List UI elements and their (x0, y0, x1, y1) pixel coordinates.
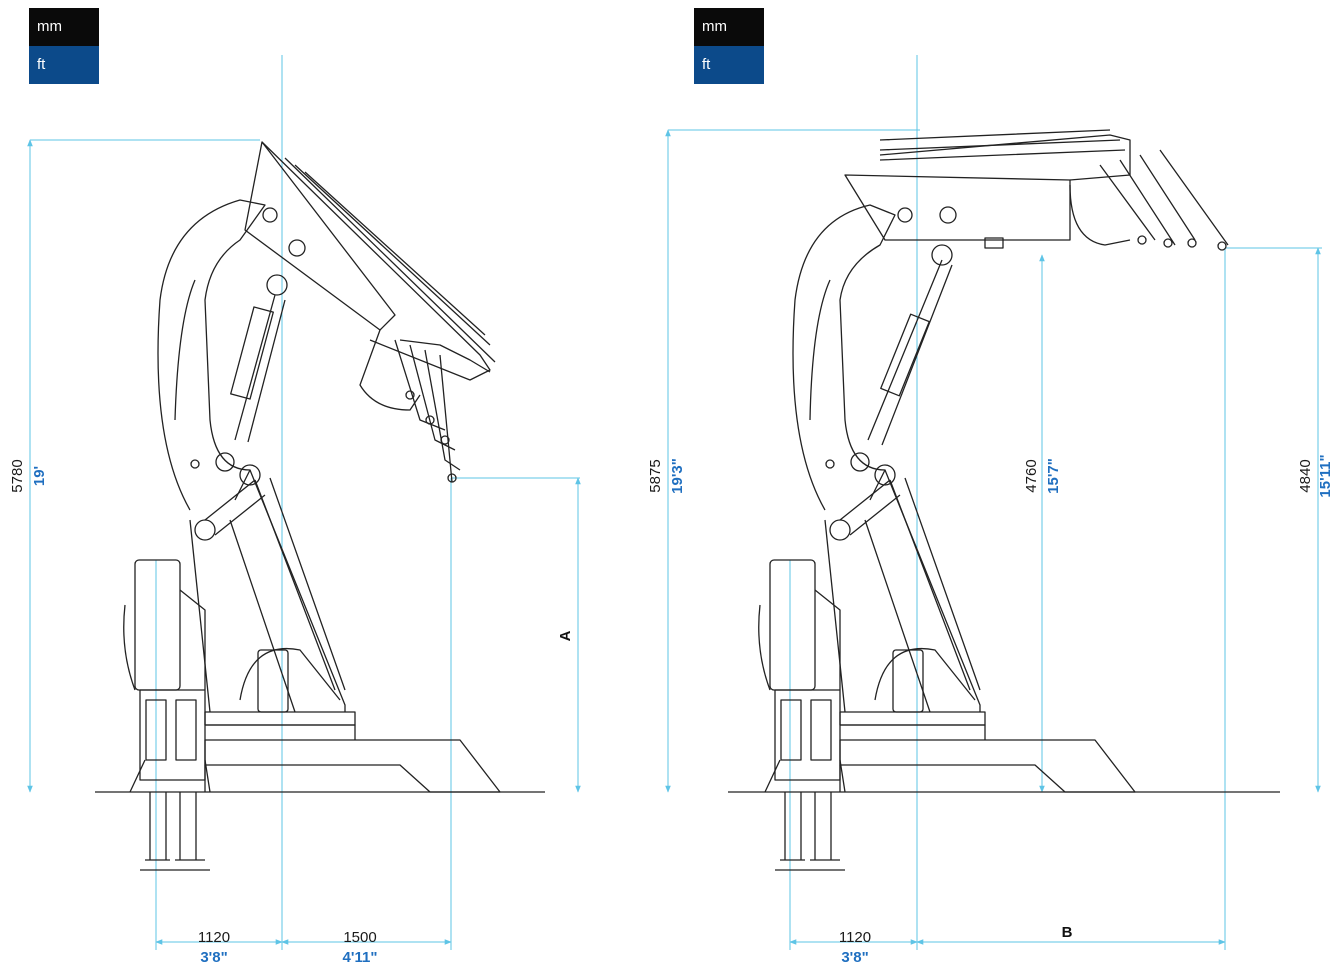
right-dimension-labels: 5875 19'3" 4760 15'7" 4840 15'11" 1120 3… (647, 454, 1332, 966)
left-width2-mm: 1500 (343, 929, 376, 946)
right-tip-height-ft: 15'11" (1317, 454, 1332, 497)
left-height-ft: 19' (31, 466, 48, 486)
left-crane-outline (95, 141, 545, 871)
right-mid-height-ft: 15'7" (1045, 458, 1062, 494)
left-reach-label: A (557, 630, 574, 641)
left-width1-ft: 3'8" (200, 949, 227, 966)
right-dimension-lines (665, 55, 1322, 950)
legend-ft: ft (29, 46, 99, 84)
right-crane-view: 5875 19'3" 4760 15'7" 4840 15'11" 1120 3… (647, 55, 1332, 966)
right-reach-label: B (1062, 924, 1073, 941)
left-crane-view: 5780 19' A 1120 3'8" 1500 4'11" (9, 55, 581, 966)
left-width1-mm: 1120 (198, 929, 230, 946)
right-height-mm: 5875 (647, 459, 664, 492)
left-dimension-labels: 5780 19' A 1120 3'8" 1500 4'11" (9, 459, 574, 966)
right-mid-height-mm: 4760 (1023, 459, 1040, 492)
left-dimension-lines (27, 55, 581, 950)
right-tip-height-mm: 4840 (1297, 459, 1314, 492)
legend-mm: mm (694, 8, 764, 46)
right-width1-ft: 3'8" (841, 949, 868, 966)
legend-ft: ft (694, 46, 764, 84)
unit-legend-right: mm ft (694, 8, 764, 84)
unit-legend-left: mm ft (29, 8, 99, 84)
right-width1-mm: 1120 (839, 929, 871, 946)
left-height-mm: 5780 (9, 459, 26, 492)
legend-mm: mm (29, 8, 99, 46)
right-crane-outline (728, 129, 1280, 871)
left-width2-ft: 4'11" (343, 949, 378, 966)
right-height-ft: 19'3" (669, 458, 686, 494)
